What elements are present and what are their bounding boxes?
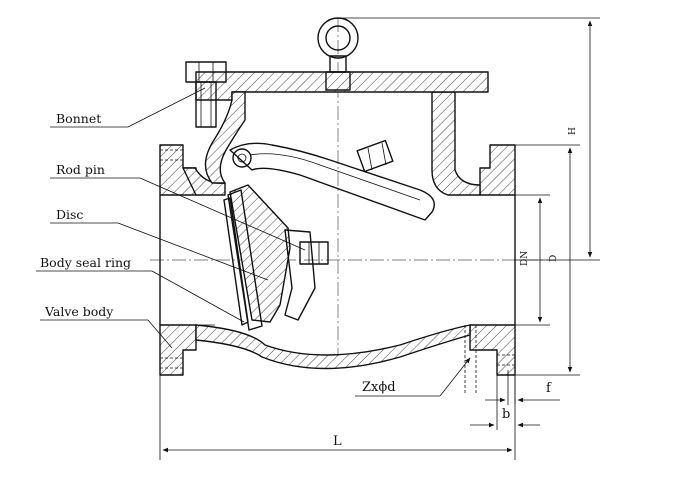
dimensions: L H D DN Zxϕd b f bbox=[159, 17, 600, 460]
hinge-pin bbox=[232, 148, 252, 168]
dim-flange-diameter-label: D bbox=[549, 255, 559, 262]
label-valve-body: Valve body bbox=[44, 304, 114, 319]
body-wall-upper-right bbox=[431, 91, 481, 196]
dim-bolt-holes-label: Zxϕd bbox=[362, 380, 396, 395]
rod-pin-nut bbox=[299, 241, 329, 265]
dim-nominal-diameter-label: DN bbox=[520, 251, 530, 266]
lifting-eye-inner bbox=[325, 25, 351, 51]
body-wall-bottom bbox=[195, 324, 471, 370]
disc-holder bbox=[284, 229, 316, 321]
body-neck-left bbox=[204, 91, 246, 184]
label-body-seal-ring: Body seal ring bbox=[40, 255, 131, 270]
body-seal-ring-shape bbox=[223, 197, 249, 326]
disc-assembly bbox=[223, 139, 435, 331]
right-flange-top bbox=[479, 144, 516, 196]
label-bonnet: Bonnet bbox=[56, 111, 101, 126]
swing-arm bbox=[229, 142, 435, 221]
dim-flange-thickness-label: b bbox=[502, 407, 510, 422]
right-flange-bottom bbox=[469, 324, 516, 376]
dim-height-label: H bbox=[568, 127, 578, 135]
bonnet-bolt bbox=[195, 81, 217, 128]
dim-length-label: L bbox=[333, 434, 342, 449]
dim-raised-face-label: f bbox=[546, 381, 552, 396]
left-flange-bottom bbox=[159, 324, 197, 376]
lifting-eye-boss bbox=[325, 71, 351, 91]
labels: Bonnet Rod pin Disc Body seal ring Valve… bbox=[36, 87, 306, 349]
label-disc: Disc bbox=[56, 207, 83, 222]
valve-body-section bbox=[159, 91, 516, 376]
bonnet-section bbox=[185, 17, 489, 184]
arm-bolt-head bbox=[356, 139, 394, 173]
label-rod-pin: Rod pin bbox=[56, 162, 105, 177]
dim-bolt-holes-leader bbox=[439, 357, 471, 397]
